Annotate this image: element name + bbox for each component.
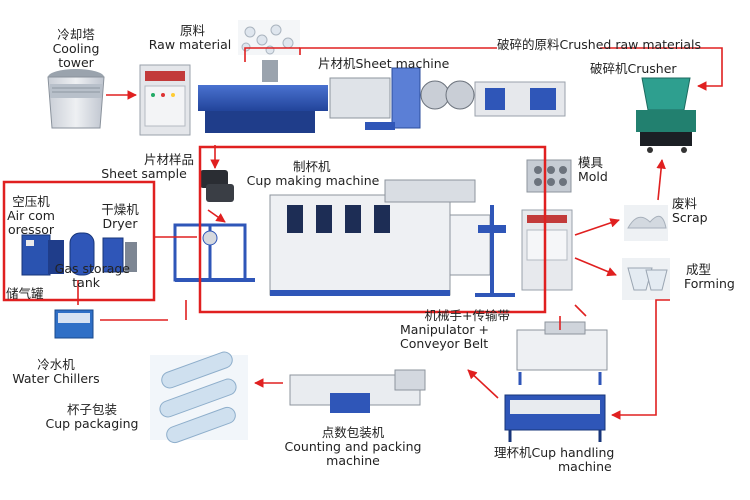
cup-packaging-label: 杯子包装 Cup packaging — [40, 403, 144, 431]
sheet-sample-label: 片材样品 Sheet sample — [94, 153, 194, 181]
raw-material-cn: 原料 — [180, 23, 206, 38]
control-cabinet-image — [139, 64, 191, 136]
cup-making-frame — [198, 145, 547, 314]
electric-cabinet-image — [521, 209, 573, 291]
manipulator-label: 机械手+传输带 Manipulator + Conveyor Belt — [400, 309, 510, 351]
scrap-image — [624, 205, 668, 241]
gas-storage-tank-image — [69, 232, 95, 276]
dryer-label: 干燥机 Dryer — [90, 203, 150, 231]
cooling-tower-label: 冷却塔 Cooling tower — [46, 28, 106, 70]
air-compressor-label: 空压机 Air com oressor — [2, 195, 60, 237]
dryer-cn: 干燥机 — [101, 202, 139, 217]
water-chillers-cn: 冷水机 — [37, 357, 75, 372]
cup-packaging-en: Cup packaging — [45, 416, 139, 431]
sheet-machine-label: 片材机Sheet machine — [318, 56, 450, 71]
cup-handling-label: 理杯机Cup handling machine — [494, 446, 634, 474]
sheet-sample-image — [200, 170, 234, 202]
counting-packing-label: 点数包装机 Counting and packing machine — [268, 426, 438, 468]
manipulator-cn: 机械手+传输带 — [424, 308, 510, 323]
air-compressor-image — [21, 234, 64, 276]
cup-handling-cn: 理杯机 — [494, 445, 532, 460]
cup-handling-en1: Cup handling — [531, 445, 615, 460]
counting-packing-en1: Counting and packing — [284, 439, 422, 454]
scrap-label: 废料 Scrap — [672, 197, 708, 225]
forming-cn: 成型 — [686, 262, 712, 277]
gas-storage-cn: 储气罐 — [6, 286, 44, 301]
cooling-tower-en1: Cooling — [52, 41, 100, 56]
mold-cn: 模具 — [578, 155, 604, 170]
cooling-tower-image — [47, 69, 105, 129]
sheet-sample-cn: 片材样品 — [143, 152, 194, 167]
cooling-tower-cn: 冷却塔 — [57, 27, 95, 42]
crusher-image — [636, 77, 696, 153]
forming-label: 成型 Forming — [684, 262, 735, 291]
sheet-winder-image — [173, 223, 255, 282]
dryer-en: Dryer — [102, 216, 138, 231]
cooling-tower-en2: tower — [58, 55, 94, 70]
counting-packing-machine-image — [289, 369, 426, 413]
water-chiller-image — [54, 309, 94, 339]
crusher-label: 破碎机Crusher — [590, 61, 677, 76]
formed-cups-image — [622, 258, 670, 300]
manipulator-en2: Conveyor Belt — [400, 336, 489, 351]
scrap-cn: 废料 — [672, 196, 698, 211]
cup-packaging-image — [150, 351, 248, 444]
raw-material-pellets-image — [238, 20, 300, 55]
raw-material-label: 原料 Raw material — [140, 24, 240, 52]
sheet-sample-en: Sheet sample — [101, 166, 187, 181]
mold-label: 模具 Mold — [578, 156, 608, 184]
raw-material-en: Raw material — [148, 37, 232, 52]
gas-storage-label: Gas storage tank — [30, 262, 130, 290]
mold-image — [526, 159, 572, 193]
cup-handling-line1: 理杯机Cup handling — [494, 446, 634, 460]
gas-storage-en2: tank — [72, 275, 100, 290]
dryer-image — [102, 237, 137, 273]
air-compressor-en2: oressor — [7, 222, 54, 237]
auxiliary-frame — [2, 180, 156, 302]
gas-storage-en1: Gas storage — [54, 261, 130, 276]
cup-packaging-cn: 杯子包装 — [66, 402, 117, 417]
flow-arrows — [77, 47, 723, 420]
sheet-machine-image — [198, 60, 566, 133]
cup-making-machine-image — [269, 179, 491, 296]
cup-handling-machine-image — [504, 394, 606, 442]
manipulator-conveyor-image — [516, 321, 608, 385]
crushed-materials-label: 破碎的原料Crushed raw materials — [497, 37, 702, 52]
forming-en: Forming — [684, 276, 735, 291]
manipulator-en1: Manipulator + — [400, 322, 489, 337]
water-chillers-en: Water Chillers — [12, 371, 100, 386]
cup-making-label: 制杯机 Cup making machine — [238, 160, 388, 188]
scrap-en: Scrap — [672, 210, 708, 225]
cup-handling-en2: machine — [558, 459, 612, 474]
cup-making-cn: 制杯机 — [293, 159, 331, 174]
air-compressor-en1: Air com — [7, 208, 55, 223]
air-compressor-cn: 空压机 — [12, 194, 50, 209]
counting-packing-en2: machine — [326, 453, 380, 468]
stacker-stand-image — [475, 205, 515, 297]
water-chillers-label: 冷水机 Water Chillers — [4, 358, 108, 386]
cup-making-en: Cup making machine — [246, 173, 380, 188]
mold-en: Mold — [578, 169, 608, 184]
counting-packing-cn: 点数包装机 — [321, 425, 385, 440]
